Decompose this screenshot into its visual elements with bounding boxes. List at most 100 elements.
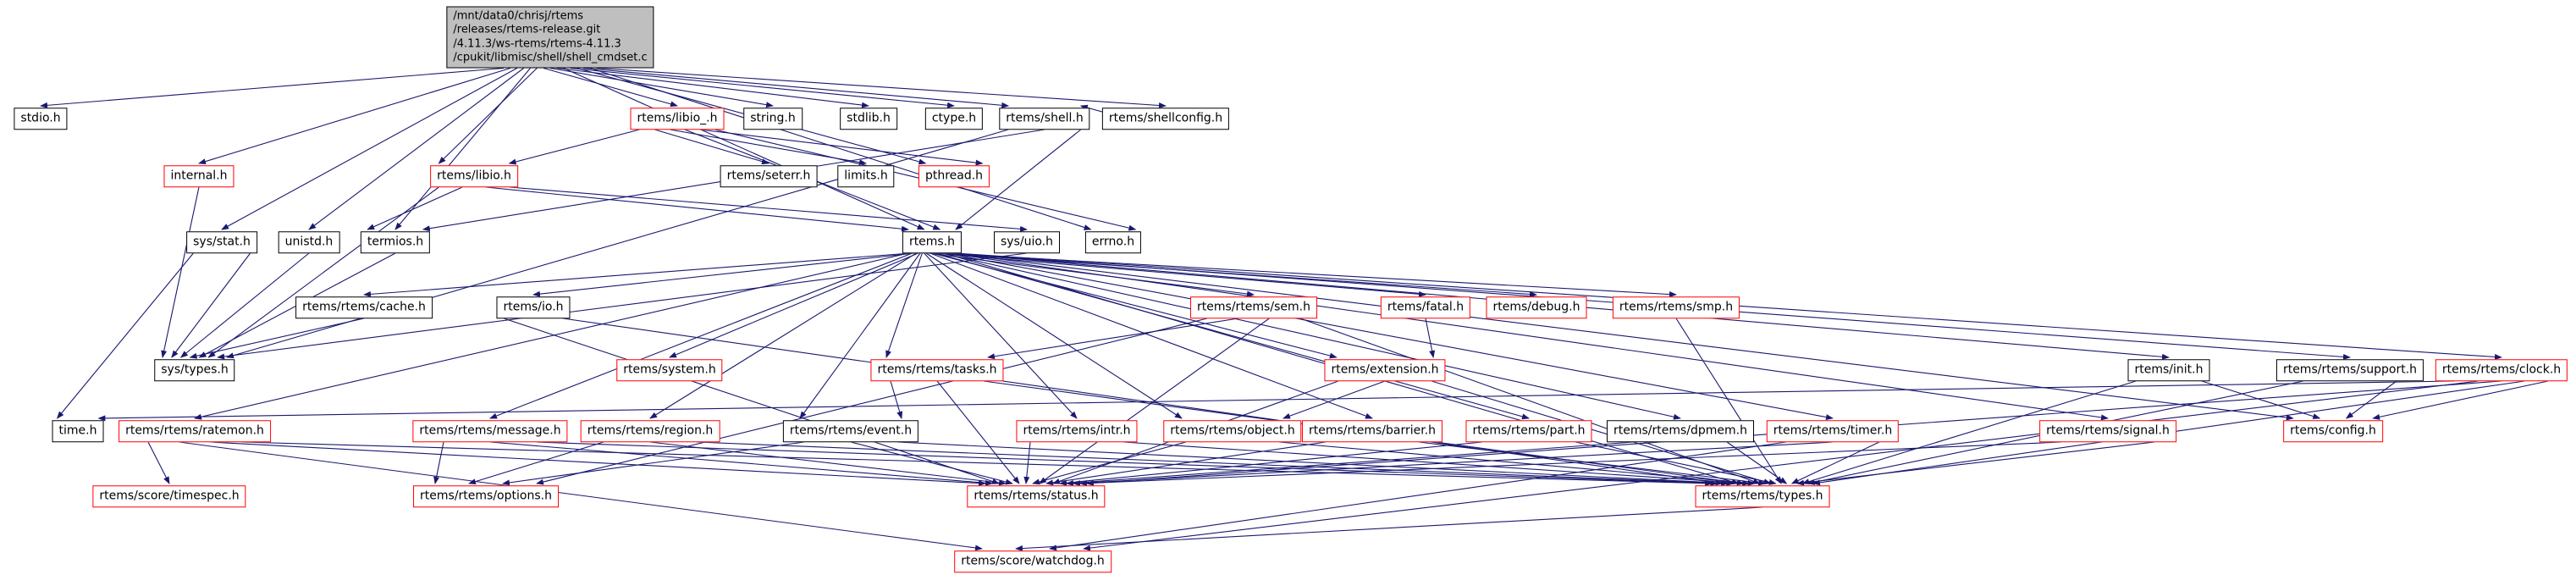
edge-rtems-rtems-sem-h--rtems-rtems-tasks-h xyxy=(987,318,1238,360)
edge-rtems-rtems-message-h--rtems-rtems-options-h xyxy=(433,441,444,484)
edge-rtems-rtems-ratemon-h--rtems-score-timespec-h xyxy=(147,441,170,484)
node-unistd-h: unistd.h xyxy=(278,231,340,253)
edge-rtems-rtems-object-h--rtems-rtems-status-h xyxy=(1032,441,1187,485)
node-rtems-rtems-types-h[interactable]: rtems/rtems/types.h xyxy=(1695,485,1830,507)
edge-rtems-rtems-message-h--rtems-rtems-types-h xyxy=(536,441,1718,487)
node-rtems-shellconfig-h[interactable]: rtems/shellconfig.h xyxy=(1101,108,1230,130)
edge-src--stdlib-h xyxy=(556,67,869,108)
node-rtems-rtems-timer-h[interactable]: rtems/rtems/timer.h xyxy=(1766,420,1900,442)
node-rtems-rtems-smp-h[interactable]: rtems/rtems/smp.h xyxy=(1612,296,1740,318)
edge-rtems-rtems-clock-h--rtems-config-h xyxy=(2372,380,2549,420)
node-rtems-rtems-support-h[interactable]: rtems/rtems/support.h xyxy=(2275,359,2424,381)
edge-rtems-rtems-barrier-h--rtems-rtems-types-h xyxy=(1418,441,1767,486)
edge-rtems-io-h--rtems-rtems-types-h xyxy=(562,318,1724,486)
edge-rtems-h--rtems-debug-h xyxy=(937,252,1537,297)
node-rtems-rtems-object-h[interactable]: rtems/rtems/object.h xyxy=(1163,420,1302,442)
node-termios-h: termios.h xyxy=(360,231,431,253)
node-rtems-rtems-status-h[interactable]: rtems/rtems/status.h xyxy=(967,485,1106,507)
node-rtems-rtems-message-h[interactable]: rtems/rtems/message.h xyxy=(412,420,568,442)
node-rtems-rtems-cache-h[interactable]: rtems/rtems/cache.h xyxy=(295,296,433,318)
node-rtems-score-watchdog-h[interactable]: rtems/score/watchdog.h xyxy=(954,550,1111,572)
node-rtems-rtems-options-h[interactable]: rtems/rtems/options.h xyxy=(413,485,559,507)
node-rtems-rtems-ratemon-h[interactable]: rtems/rtems/ratemon.h xyxy=(119,420,271,442)
edge-rtems-rtems-timer-h--rtems-rtems-status-h xyxy=(1073,441,1834,487)
node-source-file: /mnt/data0/chrisj/rtems /releases/rtems-… xyxy=(446,6,654,69)
node-rtems-rtems-clock-h[interactable]: rtems/rtems/clock.h xyxy=(2435,359,2568,381)
edge-rtems-libio-h--rtems-libio-h xyxy=(508,129,640,165)
node-rtems-rtems-event-h[interactable]: rtems/rtems/event.h xyxy=(782,420,919,442)
edge-rtems-h--rtems-rtems-signal-h xyxy=(947,252,2109,421)
node-rtems-rtems-part-h[interactable]: rtems/rtems/part.h xyxy=(1465,420,1592,442)
edge-rtems-rtems-timer-h--rtems-rtems-types-h xyxy=(1790,441,1880,484)
edge-src--rtems-shellconfig-h xyxy=(596,67,1167,108)
edge-rtems-h--rtems-rtems-cache-h xyxy=(363,252,911,297)
edge-rtems-rtems-sem-h--rtems-rtems-options-h xyxy=(536,318,1208,485)
edge-rtems-rtems-event-h--rtems-rtems-status-h xyxy=(850,441,1013,485)
edge-rtems-rtems-event-h--rtems-rtems-options-h xyxy=(502,441,805,486)
node-rtems-h[interactable]: rtems.h xyxy=(902,231,963,253)
node-errno-h: errno.h xyxy=(1084,231,1142,253)
node-rtems-score-timespec-h[interactable]: rtems/score/timespec.h xyxy=(92,485,246,507)
node-stdlib-h: stdlib.h xyxy=(840,108,897,130)
edge-rtems-rtems-signal-h--rtems-rtems-types-h xyxy=(1796,441,2155,486)
edge-src--rtems-h xyxy=(563,67,925,230)
node-rtems-libio-h[interactable]: rtems/libio.h xyxy=(430,165,518,187)
node-internal-h[interactable]: internal.h xyxy=(163,165,234,187)
edge-rtems-h--rtems-rtems-dpmem-h xyxy=(941,252,1681,420)
node-pthread-h[interactable]: pthread.h xyxy=(918,165,990,187)
edge-src--internal-h xyxy=(198,67,511,165)
edge-rtems-init-h--rtems-rtems-types-h xyxy=(1801,380,2137,484)
edge-src--rtems-libio-h xyxy=(543,67,678,108)
node-rtems-rtems-dpmem-h[interactable]: rtems/rtems/dpmem.h xyxy=(1607,420,1754,442)
node-rtems-extension-h[interactable]: rtems/extension.h xyxy=(1324,359,1446,381)
node-rtems-system-h[interactable]: rtems/system.h xyxy=(616,359,723,381)
node-rtems-rtems-barrier-h[interactable]: rtems/rtems/barrier.h xyxy=(1301,420,1443,442)
edge-rtems-h--rtems-io-h xyxy=(532,252,915,297)
edge-sys-stat-h--sys-types-h xyxy=(171,252,251,358)
edge-src--stdio-h xyxy=(40,67,505,108)
node-rtems-init-h[interactable]: rtems/init.h xyxy=(2127,359,2210,381)
node-rtems-rtems-intr-h[interactable]: rtems/rtems/intr.h xyxy=(1016,420,1138,442)
node-rtems-rtems-tasks-h[interactable]: rtems/rtems/tasks.h xyxy=(870,359,1004,381)
edge-rtems-rtems-event-h--rtems-rtems-types-h xyxy=(896,441,1735,487)
edge-rtems-rtems-support-h--rtems-config-h xyxy=(2345,380,2397,419)
edge-rtems-h--rtems-rtems-part-h xyxy=(935,252,1530,420)
node-rtems-rtems-sem-h[interactable]: rtems/rtems/sem.h xyxy=(1190,296,1317,318)
edge-rtems-h--rtems-rtems-region-h xyxy=(649,252,917,419)
node-rtems-debug-h[interactable]: rtems/debug.h xyxy=(1486,296,1587,318)
edge-rtems-fatal-h--rtems-extension-h xyxy=(1425,318,1436,358)
node-rtems-libio-h[interactable]: rtems/libio_.h xyxy=(630,108,725,130)
node-rtems-seterr-h[interactable]: rtems/seterr.h xyxy=(720,165,818,187)
edge-rtems-h--rtems-rtems-object-h xyxy=(925,252,1183,419)
node-limits-h: limits.h xyxy=(837,165,895,187)
edge-rtems-init-h--rtems-config-h xyxy=(2201,380,2321,419)
edge-src--string-h xyxy=(549,67,774,108)
node-rtems-io-h[interactable]: rtems/io.h xyxy=(496,296,571,318)
node-rtems-fatal-h[interactable]: rtems/fatal.h xyxy=(1380,296,1471,318)
edge-rtems-h--rtems-config-h xyxy=(952,252,2294,421)
edge-rtems-rtems-ratemon-h--rtems-rtems-status-h xyxy=(210,441,986,487)
edge-rtems-rtems-tasks-h--rtems-rtems-status-h xyxy=(936,380,1020,484)
edge-rtems-h--rtems-fatal-h xyxy=(934,252,1426,297)
edge-rtems-h--rtems-rtems-ratemon-h xyxy=(194,252,909,420)
edge-rtems-rtems-part-h--rtems-rtems-types-h xyxy=(1575,441,1777,485)
edge-rtems-h--rtems-rtems-barrier-h xyxy=(929,252,1373,419)
node-stdio-h: stdio.h xyxy=(14,108,68,130)
edge-src--unistd-h xyxy=(308,68,524,230)
node-sys-uio-h: sys/uio.h xyxy=(994,231,1060,253)
node-rtems-shell-h[interactable]: rtems/shell.h xyxy=(999,108,1090,130)
edge-rtems-rtems-message-h--rtems-rtems-status-h xyxy=(489,441,993,486)
edge-src--errno-h xyxy=(589,67,1092,230)
node-rtems-rtems-signal-h[interactable]: rtems/rtems/signal.h xyxy=(2039,420,2176,442)
edge-rtems-rtems-sem-h--rtems-rtems-types-h xyxy=(1299,318,1761,484)
edge-rtems-io-h--rtems-rtems-status-h xyxy=(504,318,1000,484)
edge-rtems-rtems-part-h--rtems-rtems-status-h xyxy=(1059,441,1483,486)
edge-rtems-rtems-signal-h--rtems-rtems-status-h xyxy=(1079,441,2062,487)
edge-rtems-h--rtems-rtems-tasks-h xyxy=(885,252,923,358)
edge-unistd-h--sys-types-h xyxy=(179,252,310,358)
node-sys-types-h: sys/types.h xyxy=(154,359,235,381)
node-rtems-rtems-region-h[interactable]: rtems/rtems/region.h xyxy=(580,420,720,442)
node-rtems-config-h[interactable]: rtems/config.h xyxy=(2283,420,2383,442)
